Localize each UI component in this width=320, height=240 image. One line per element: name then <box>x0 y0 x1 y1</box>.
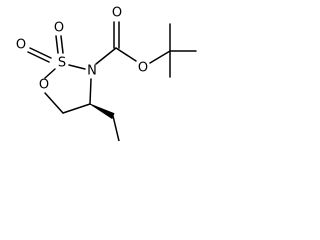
atom-label-ester-oxygen: O <box>138 61 148 76</box>
bond-s-o-left-a <box>29 47 52 59</box>
atom-label-ring-oxygen: O <box>39 78 49 93</box>
bond-c5-o1 <box>44 92 64 114</box>
atom-label-sulfur: S <box>58 56 66 71</box>
bond-c4-c5 <box>62 103 91 114</box>
bond-o-ctert <box>149 50 171 64</box>
bond-n-c4 <box>89 78 92 105</box>
chemical-structure-diagram: S N O O O O O <box>16 6 197 141</box>
bond-s-o-left-b <box>27 51 50 63</box>
atom-label-carbonyl-oxygen: O <box>112 6 122 21</box>
wedge-bond-c4-ethyl <box>89 103 115 120</box>
atom-label-sulfonyl-oxygen-left: O <box>16 38 26 53</box>
bond-o1-s <box>44 68 56 79</box>
bond-ethyl-ch3 <box>112 115 120 141</box>
bond-c-o-ester <box>115 47 137 62</box>
atom-label-sulfonyl-oxygen-top: O <box>54 21 64 36</box>
bond-s-n <box>68 64 86 70</box>
atom-label-nitrogen: N <box>87 64 97 79</box>
bond-n-ccarbonyl <box>95 47 117 65</box>
bond-s-o-top-a <box>55 35 59 54</box>
bond-s-o-top-b <box>60 35 64 54</box>
